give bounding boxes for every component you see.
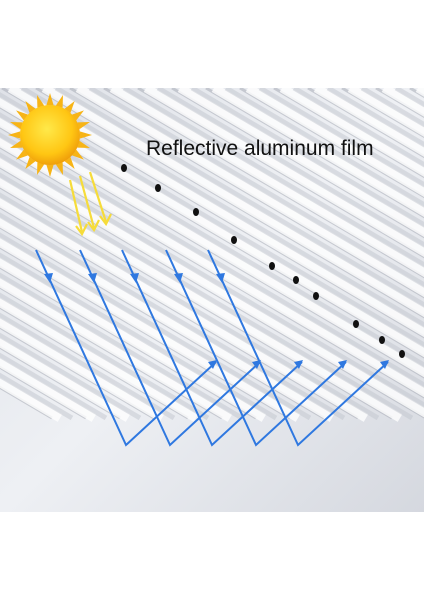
sun-ray (64, 156, 75, 169)
film-stripe (171, 88, 424, 239)
sun-ray-arrows (68, 171, 112, 237)
film-stripe (0, 232, 312, 422)
film-stripe (69, 88, 424, 299)
caption-text: Reflective aluminum film (146, 137, 374, 160)
hole (121, 164, 127, 172)
sun-ray (55, 162, 63, 175)
sun-ray (46, 93, 54, 106)
film-stripe (0, 312, 176, 422)
hole (379, 336, 385, 344)
film-stripe (0, 252, 278, 422)
film-stripe (307, 88, 424, 159)
hole (313, 292, 319, 300)
hole (293, 276, 299, 284)
film-stripe (273, 88, 424, 179)
film-stripe (205, 88, 424, 219)
sun-ray (25, 101, 36, 114)
sun-ray (46, 164, 54, 177)
sun-icon (8, 93, 92, 177)
sun-ray (77, 140, 90, 148)
film-stripe (0, 272, 244, 422)
sun-ray (16, 110, 29, 121)
reflection-arrow (165, 249, 347, 447)
sun-ray (8, 131, 21, 139)
hole (353, 320, 359, 328)
perforation-holes (121, 164, 405, 358)
film-stripe (137, 88, 424, 259)
sun-ray (71, 149, 84, 160)
top-margin (0, 0, 424, 88)
film-stripe (1, 88, 424, 339)
sun-ray (37, 95, 45, 108)
sun-ray (37, 162, 45, 175)
hole (399, 350, 405, 358)
sun-ray (79, 131, 92, 139)
hole (269, 262, 275, 270)
sun-ray (71, 110, 84, 121)
film-stripe (0, 332, 142, 422)
reflection-arrow (207, 249, 389, 447)
film-stripe (0, 352, 108, 422)
sun-ray (64, 101, 75, 114)
film-stripe (0, 212, 346, 422)
sun-ray (55, 95, 63, 108)
film-stripe (35, 88, 424, 319)
sun-ray (25, 156, 36, 169)
hole (155, 184, 161, 192)
film-stripe (0, 192, 380, 422)
reflection-arrows (35, 249, 389, 447)
hole (231, 236, 237, 244)
sun-ray (10, 122, 23, 130)
aluminum-film (0, 88, 424, 512)
sun-ray (77, 122, 90, 130)
bottom-margin (0, 512, 424, 600)
film-stripe (103, 88, 424, 279)
sun-ray (10, 140, 23, 148)
film-stripe (0, 292, 210, 422)
sun-ray (16, 149, 29, 160)
hole (193, 208, 199, 216)
film-stripe (239, 88, 424, 199)
